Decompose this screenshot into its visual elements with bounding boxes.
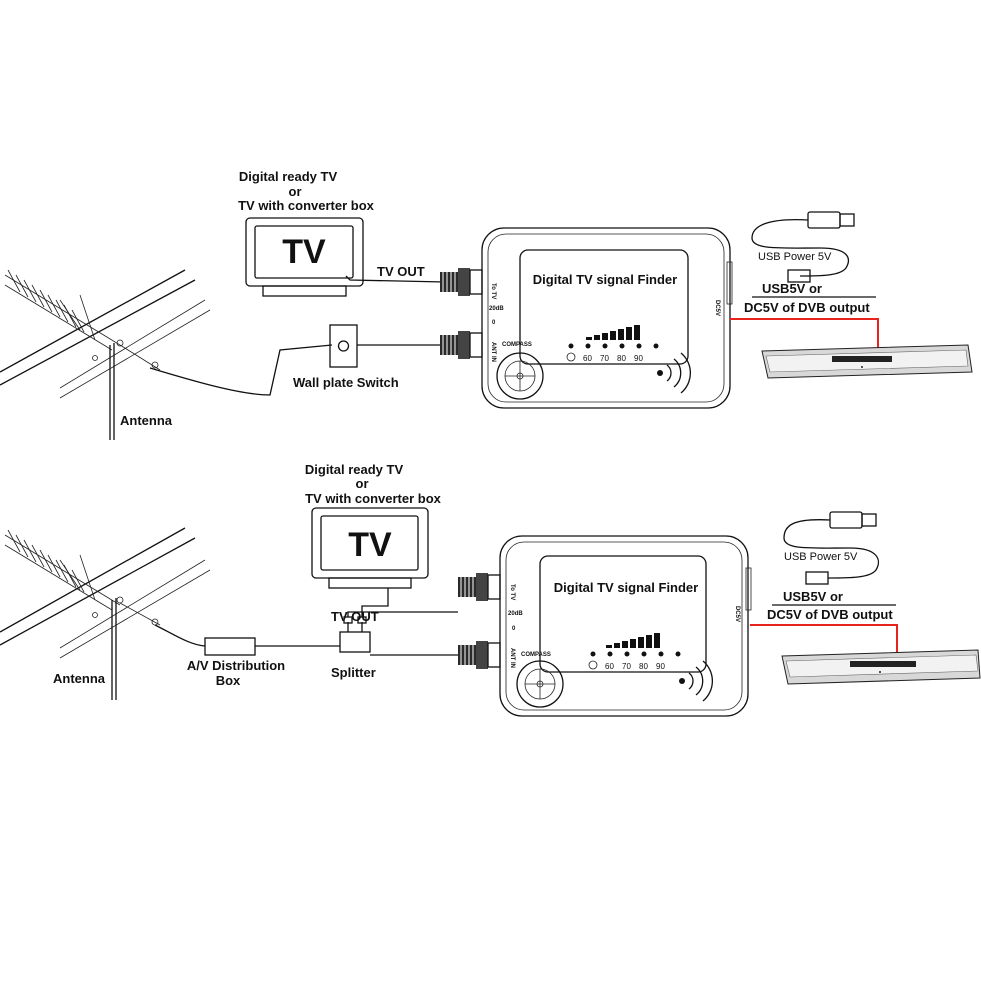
compass-label: COMPASS xyxy=(502,342,532,348)
usb-cable-bottom: USB Power 5V USB5V or DC5V of DVB output xyxy=(767,511,896,622)
signal-finder-bottom: Digital TV signal Finder 60 70 xyxy=(458,535,752,717)
antenna-label: Antenna xyxy=(120,413,173,428)
to-tv-label: To TV xyxy=(509,584,515,600)
signal-finder-top: Digital TV signal Finder 60 xyxy=(440,227,733,409)
db-20-label: 20dB xyxy=(508,611,523,617)
usb-cable-top: USB Power 5V USB5V or DC5V of DVB output xyxy=(744,211,876,315)
signal-bars xyxy=(606,633,660,648)
dc5v-label: DC5V xyxy=(714,300,720,316)
tv-caption-line2: or xyxy=(356,476,369,491)
compass-label: COMPASS xyxy=(521,652,551,658)
ant-in-label: ANT IN xyxy=(490,342,496,362)
wall-plate-switch: Wall plate Switch xyxy=(293,324,399,390)
compass-bottom: COMPASS xyxy=(516,652,564,708)
power-caption-line2: DC5V of DVB output xyxy=(767,607,893,622)
finder-title: Digital TV signal Finder xyxy=(533,272,677,287)
coax-antenna-to-wallplate xyxy=(149,344,333,396)
wall-plate-label: Wall plate Switch xyxy=(293,375,399,390)
db-20-label: 20dB xyxy=(489,306,504,312)
tv-screen-text: TV xyxy=(282,233,326,271)
usb-power-label: USB Power 5V xyxy=(784,551,858,563)
power-icon xyxy=(566,352,576,362)
coax-splitter-to-finder-top xyxy=(347,611,458,617)
dvb-box-top xyxy=(761,344,973,379)
tick-80: 80 xyxy=(617,354,626,363)
tv-caption-line3: TV with converter box xyxy=(305,491,442,506)
compass-top: COMPASS xyxy=(496,342,544,400)
power-icon xyxy=(588,660,598,670)
tick-60: 60 xyxy=(605,662,614,671)
wireless-icon xyxy=(679,660,713,702)
antenna-top: Antenna xyxy=(0,269,211,440)
distribution-label-line2: Box xyxy=(216,673,241,688)
distribution-label-line1: A/V Distribution xyxy=(187,658,285,673)
power-caption-line2: DC5V of DVB output xyxy=(744,300,870,315)
diagram-top: Antenna Wall plate Switch Digital ready … xyxy=(0,169,973,440)
finder-title: Digital TV signal Finder xyxy=(554,580,698,595)
power-caption-line1: USB5V or xyxy=(783,589,843,604)
power-cable-top xyxy=(730,318,879,352)
splitter: Splitter xyxy=(331,616,376,680)
tv-caption-line3: TV with converter box xyxy=(238,198,375,213)
power-caption-line1: USB5V or xyxy=(762,281,822,296)
power-cable-bottom xyxy=(750,624,898,656)
tv-caption-line1: Digital ready TV xyxy=(239,169,338,184)
tv-caption-line1: Digital ready TV xyxy=(305,462,404,477)
usb-power-label: USB Power 5V xyxy=(758,251,832,263)
antenna-label: Antenna xyxy=(53,671,106,686)
diagram-bottom: Antenna A/V Distribution Box Splitter TV… xyxy=(0,462,981,717)
tv-caption-line2: or xyxy=(289,184,302,199)
db-0-label: 0 xyxy=(512,626,516,632)
splitter-label: Splitter xyxy=(331,665,376,680)
coax-tv-to-finder xyxy=(345,275,446,283)
to-tv-label: To TV xyxy=(490,283,496,299)
connector-to-tv xyxy=(440,268,483,296)
connector-to-tv xyxy=(458,573,501,601)
tick-70: 70 xyxy=(600,354,609,363)
signal-bars xyxy=(586,325,640,340)
wireless-icon xyxy=(657,352,691,394)
connector-ant-in xyxy=(440,331,483,359)
tick-90: 90 xyxy=(656,662,665,671)
dvb-box-bottom xyxy=(781,649,981,685)
coax-antenna-to-distribution xyxy=(154,624,206,647)
signal-leds xyxy=(590,651,681,657)
connector-ant-in xyxy=(458,641,501,669)
db-0-label: 0 xyxy=(492,320,496,326)
tv-bottom: Digital ready TV or TV with converter bo… xyxy=(305,462,442,589)
tick-80: 80 xyxy=(639,662,648,671)
antenna-bottom: Antenna xyxy=(0,527,211,700)
tv-top: Digital ready TV or TV with converter bo… xyxy=(238,169,375,297)
ant-in-label: ANT IN xyxy=(509,648,515,668)
dc5v-label: DC5V xyxy=(734,606,740,622)
tv-out-label: TV OUT xyxy=(377,264,425,279)
av-distribution-box: A/V Distribution Box xyxy=(187,637,285,688)
tick-90: 90 xyxy=(634,354,643,363)
tick-60: 60 xyxy=(583,354,592,363)
tick-70: 70 xyxy=(622,662,631,671)
tv-screen-text: TV xyxy=(348,526,392,564)
signal-leds xyxy=(568,343,659,349)
tv-out-label: TV OUT xyxy=(331,609,379,624)
